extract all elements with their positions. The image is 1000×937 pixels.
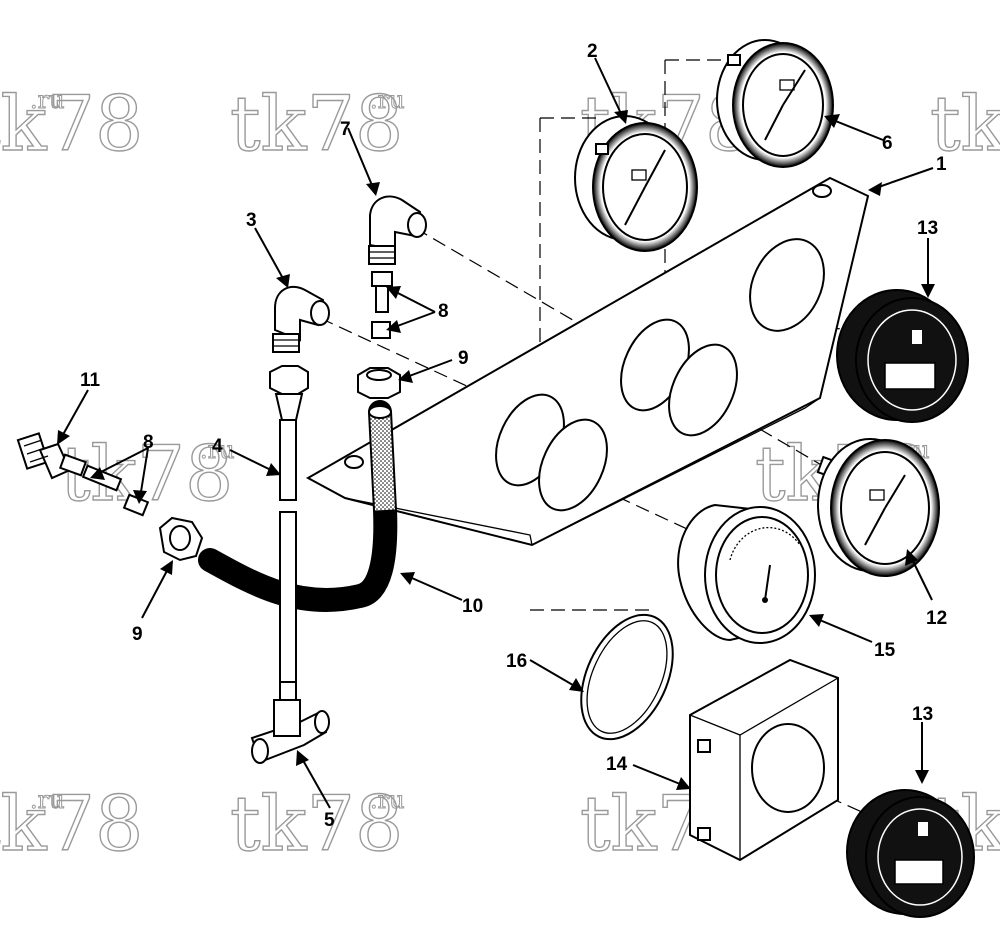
nut-3 bbox=[269, 365, 309, 421]
callout-2: 2 bbox=[587, 41, 598, 62]
callout-11: 11 bbox=[80, 370, 101, 391]
callout-16: 16 bbox=[506, 651, 527, 672]
svg-text:.ru: .ru bbox=[370, 786, 405, 814]
svg-text:tk78: tk78 bbox=[930, 79, 1000, 168]
svg-text:.ru: .ru bbox=[200, 436, 235, 464]
watermark: tk78.ru bbox=[229, 778, 405, 868]
instrument-panel bbox=[305, 176, 870, 547]
watermark: tk78.ru bbox=[0, 78, 144, 168]
callout-12: 12 bbox=[926, 608, 947, 629]
callout-7: 7 bbox=[340, 119, 351, 140]
svg-text:tk78: tk78 bbox=[230, 79, 403, 168]
callout-15: 15 bbox=[874, 640, 896, 661]
callout-6: 6 bbox=[882, 133, 893, 154]
svg-text:tk78: tk78 bbox=[0, 779, 143, 868]
gauge-2 bbox=[574, 115, 698, 252]
callout-13-bottom: 13 bbox=[912, 704, 933, 725]
svg-text:.ru: .ru bbox=[30, 786, 65, 814]
lens-ring-16 bbox=[580, 613, 674, 741]
hour-meter-13-bottom bbox=[846, 789, 975, 918]
hour-meter-13-top bbox=[836, 289, 969, 423]
callout-4: 4 bbox=[212, 436, 223, 457]
watermark: tk78 bbox=[929, 78, 1000, 168]
hose-10 bbox=[198, 400, 398, 612]
mounting-box-14 bbox=[689, 658, 839, 862]
gauge-12 bbox=[816, 438, 940, 577]
gauge-15 bbox=[677, 503, 816, 644]
callout-8-left: 8 bbox=[143, 432, 154, 453]
watermark: tk78.ru bbox=[0, 778, 144, 868]
callout-9-right: 9 bbox=[458, 348, 469, 369]
callout-labels: 1 2 3 4 5 6 7 8 8 9 9 10 11 12 13 13 14 … bbox=[80, 41, 947, 831]
sleeve-8 bbox=[371, 271, 393, 339]
svg-text:.ru: .ru bbox=[370, 86, 405, 114]
svg-text:tk78: tk78 bbox=[230, 779, 403, 868]
tee-5 bbox=[250, 681, 330, 764]
fitting-11 bbox=[16, 432, 88, 480]
nut-9-right bbox=[357, 367, 401, 399]
elbow-7 bbox=[368, 195, 427, 265]
callout-13-top: 13 bbox=[917, 218, 938, 239]
callout-3: 3 bbox=[246, 210, 257, 231]
gauge-6 bbox=[716, 39, 834, 168]
callout-8-right: 8 bbox=[438, 301, 449, 322]
nut-9-left bbox=[158, 516, 204, 562]
callout-1: 1 bbox=[936, 154, 947, 175]
leader-lines bbox=[57, 57, 935, 809]
svg-text:tk78: tk78 bbox=[0, 79, 143, 168]
callout-5: 5 bbox=[324, 810, 335, 831]
callout-10: 10 bbox=[462, 596, 483, 617]
elbow-3 bbox=[272, 285, 330, 353]
svg-text:.ru: .ru bbox=[30, 86, 65, 114]
watermark: tk78.ru bbox=[229, 78, 405, 168]
tube-4 bbox=[279, 419, 297, 683]
callout-9-left: 9 bbox=[132, 624, 143, 645]
callout-14: 14 bbox=[606, 754, 628, 775]
